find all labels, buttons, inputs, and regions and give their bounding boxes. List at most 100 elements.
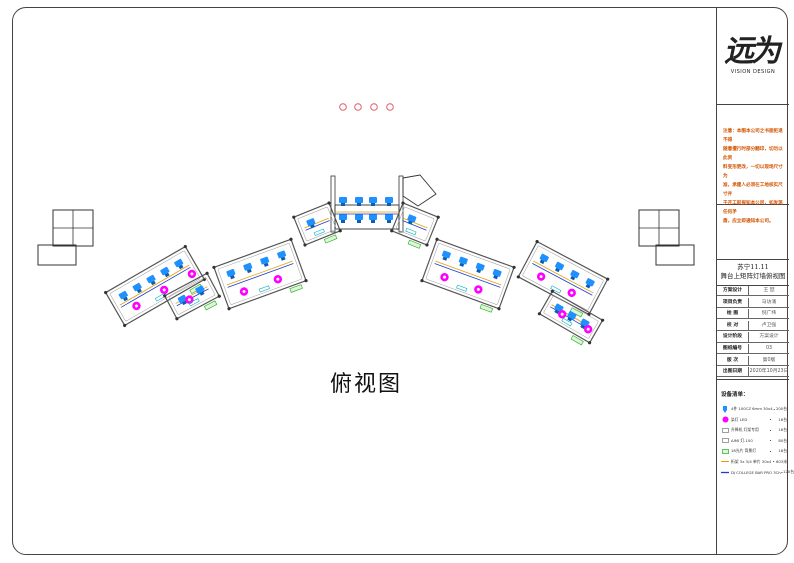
info-row: 项目负责马访涌: [717, 297, 789, 308]
view-title: 俯视图: [330, 372, 403, 397]
moving-head-icon: [539, 253, 549, 263]
cyan-tag: [313, 228, 325, 236]
moving-head-icon: [475, 262, 485, 271]
marker-dot: [386, 103, 394, 111]
legend-item: 4件 100CZ 6mm 30x4•200台: [721, 404, 787, 415]
truss-frame: [213, 239, 307, 309]
truss-inner: [217, 243, 303, 305]
moving-head-icon: [174, 258, 184, 268]
bar-light-line: [532, 263, 593, 296]
truss-inner: [109, 250, 201, 322]
moving-head-icon: [260, 256, 270, 265]
info-value: 第0版: [762, 357, 776, 363]
moving-head-icon: [554, 261, 565, 271]
truss-corner: [304, 279, 308, 283]
moving-head-icon: [458, 256, 468, 265]
cyan-tag: [405, 227, 417, 236]
moving-head-icon: [580, 318, 590, 327]
truss-inner: [425, 243, 511, 305]
legend-bullet: •: [769, 417, 772, 423]
truss-inner: [395, 206, 435, 242]
legend-name: 升降机 灯架专用: [731, 427, 759, 433]
brand-sub: VISION DESIGN: [730, 68, 776, 75]
info-label: 校 对: [717, 320, 749, 330]
moving-head-base: [387, 203, 391, 206]
moving-head-base: [181, 300, 187, 306]
moving-head-base: [570, 275, 576, 281]
info-value: 马访涌: [761, 299, 777, 305]
truss-corner: [436, 215, 440, 219]
wash-light-lens: [242, 290, 246, 294]
moving-head-icon: [355, 197, 363, 203]
bar-light-line: [227, 263, 294, 288]
moving-head-base: [263, 262, 269, 267]
wash-light-lens: [190, 272, 194, 276]
truss-inner: [297, 206, 337, 242]
truss-corner: [535, 239, 539, 244]
moving-head-base: [341, 220, 345, 223]
green-tag: [407, 239, 422, 249]
wash-light-lens: [162, 288, 166, 292]
moving-head-icon: [369, 197, 377, 203]
moving-head-base: [554, 309, 560, 314]
center-wing: [402, 174, 437, 207]
truss-frame: [391, 202, 439, 246]
truss-frame: [518, 241, 608, 315]
truss-section: [212, 237, 308, 311]
legend-qty: 120台: [782, 469, 794, 475]
wash-light-lens: [539, 275, 543, 279]
truss-corner: [175, 317, 179, 321]
info-row: 版 次 第0版: [717, 355, 789, 366]
moving-head-base: [199, 291, 205, 296]
equipment-legend: 设备清单： 4件 100CZ 6mm 30x4•200台染灯 LED•16台升降…: [717, 379, 794, 555]
moving-head-icon: [585, 278, 595, 287]
moving-head-icon: [385, 214, 393, 220]
moving-head-icon: [243, 262, 253, 271]
bar-light-line: [120, 266, 191, 308]
legend-qty: 18台: [778, 448, 787, 454]
cyan-tag: [188, 298, 200, 307]
wash-light-lens: [476, 287, 480, 291]
truss-section: [420, 237, 516, 313]
legend-item: 升降机 灯架专用•16台: [721, 425, 787, 436]
wash-light-lens: [187, 298, 191, 302]
cyan-tag: [456, 284, 468, 292]
truss-corner: [205, 271, 209, 275]
moving-head-base: [459, 262, 465, 267]
blue-fixture-icon: [721, 405, 729, 413]
truss-corner: [497, 307, 501, 311]
truss-corner: [303, 243, 307, 247]
wash-light-lens: [443, 275, 447, 279]
info-label: 版 次: [717, 355, 749, 365]
left-side-boxes: [37, 209, 94, 266]
green-tag: [203, 300, 218, 311]
cable-line: [435, 260, 502, 286]
truss-corner: [327, 201, 331, 205]
moving-head-base: [357, 220, 361, 223]
cable-line: [403, 217, 428, 229]
moving-head-icon: [369, 214, 377, 220]
drawing-name: 舞台上矩阵灯墙俯视图: [720, 272, 786, 280]
moving-head-base: [310, 224, 315, 229]
notice-line: 于开工前报知本公司，如发现任何矛: [723, 201, 783, 215]
info-value: 王 喆: [763, 288, 775, 293]
moving-head-icon: [554, 303, 564, 312]
legend-item: AIMI 灯-100•80台: [721, 436, 787, 447]
moving-head-base: [387, 220, 391, 223]
legend-name: 4件 100CZ 6mm 30x4: [731, 406, 773, 412]
moving-head-icon: [492, 268, 502, 277]
marker-dot: [354, 103, 362, 111]
info-label: 绘 图: [717, 309, 749, 319]
truss-corner: [217, 294, 221, 298]
moving-head-icon: [567, 311, 577, 320]
truss-corner: [550, 289, 554, 293]
moving-head-base: [341, 203, 345, 206]
truss-corner: [425, 243, 429, 247]
truss-corner: [401, 201, 405, 205]
truss-section: [390, 201, 440, 249]
moving-head-icon: [339, 197, 347, 203]
legend-item: 桁架 3x 3/4 单片 30x4•603米: [721, 457, 787, 468]
truss-section: [163, 271, 221, 321]
moving-head-base: [371, 203, 375, 206]
truss-corner: [104, 290, 108, 295]
